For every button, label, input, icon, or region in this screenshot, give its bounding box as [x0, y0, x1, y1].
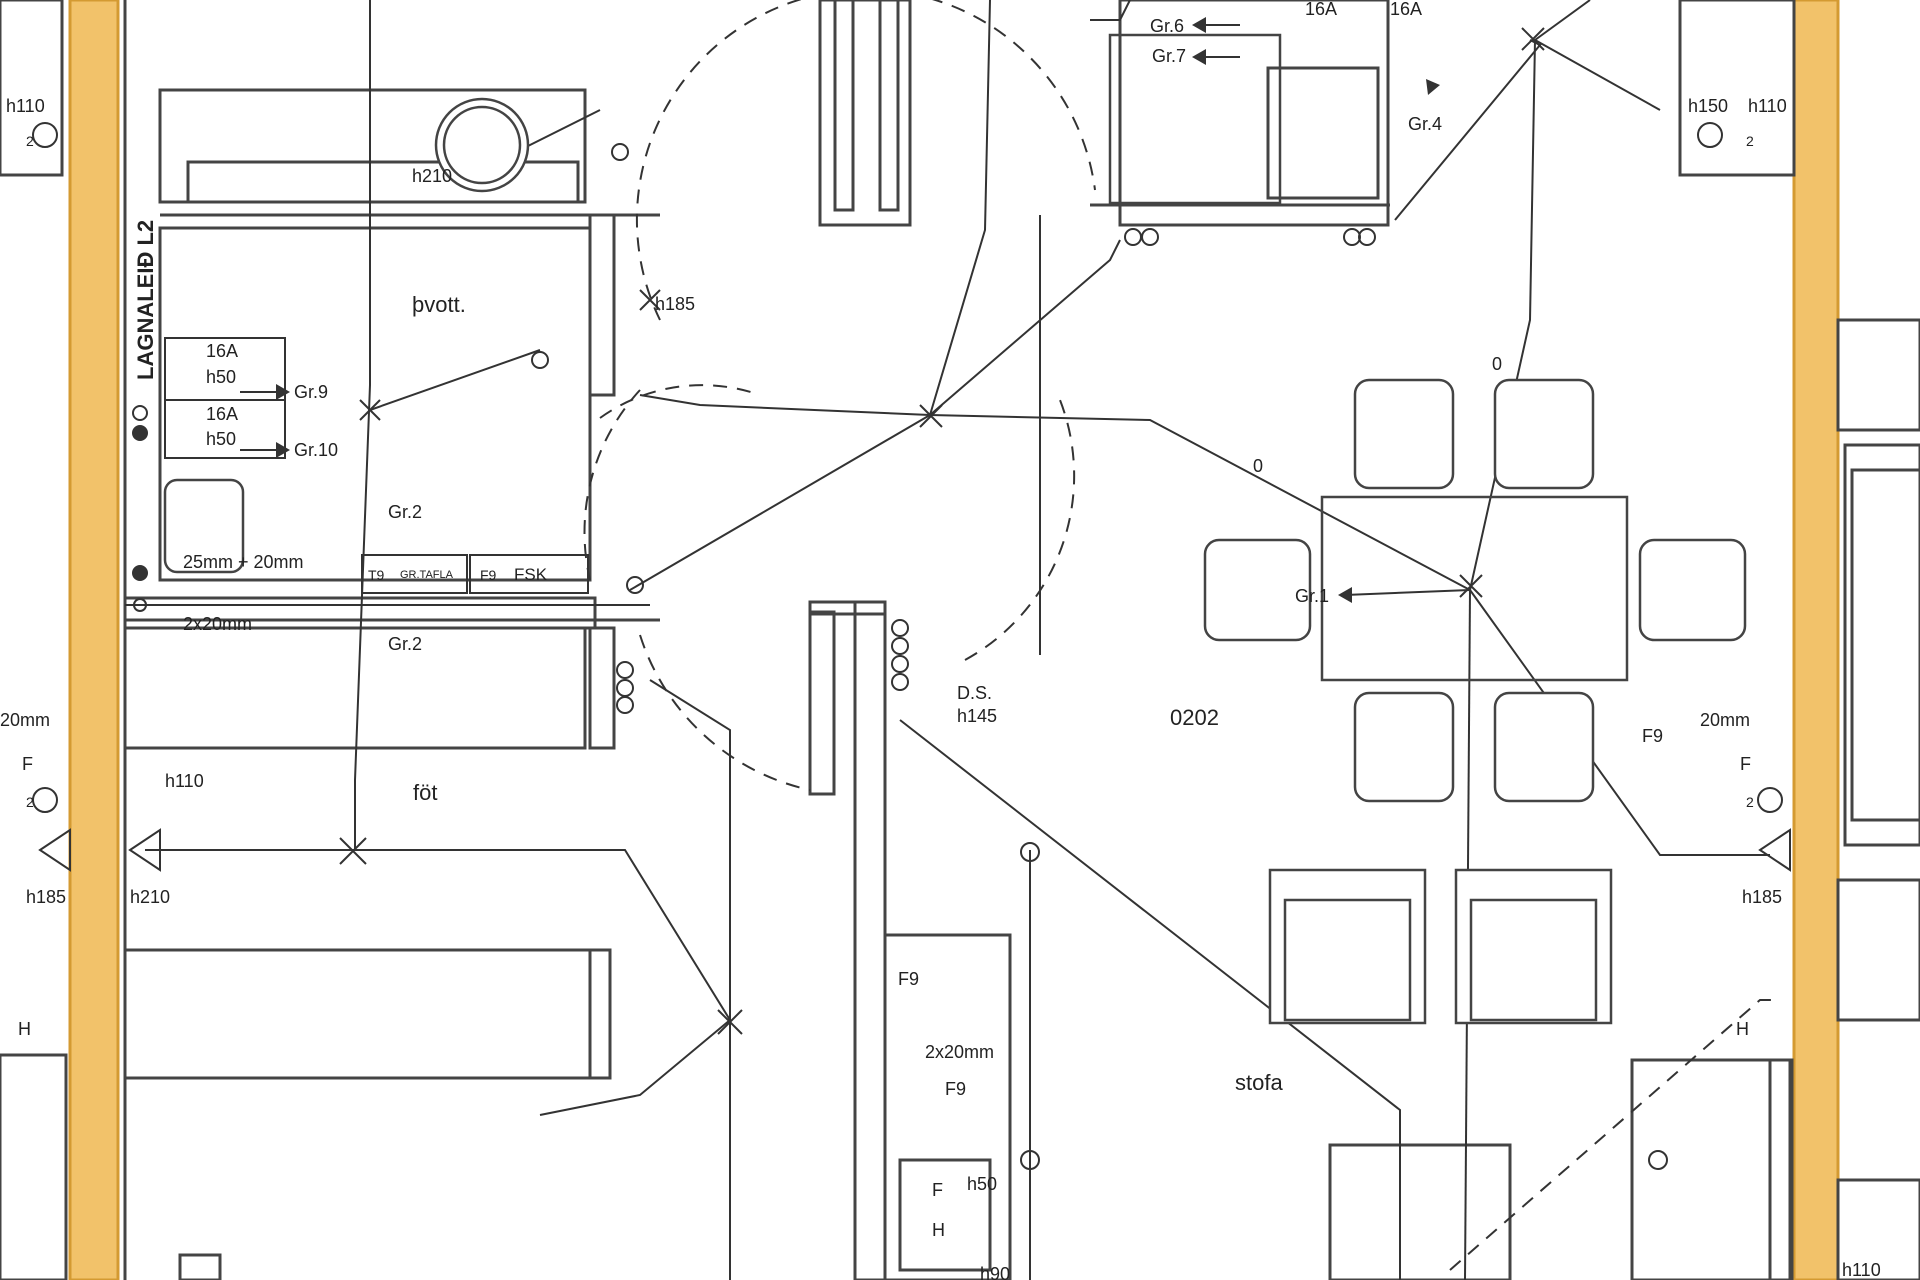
note-f-left: F [22, 754, 33, 774]
note-socket-2b: 2 [1746, 133, 1754, 149]
arrows [240, 17, 1440, 603]
height-bottom-right-h110: h110 [1842, 1260, 1881, 1280]
note-h-right: H [1736, 1019, 1749, 1039]
breaker-laundry-upper-height: h50 [206, 367, 236, 387]
note-socket-2c: 2 [26, 794, 34, 810]
breaker-laundry-lower-height: h50 [206, 429, 236, 449]
room-hall: föt [413, 780, 437, 805]
note-zero-mid: 0 [1253, 456, 1263, 476]
circuit-gr7: Gr.7 [1152, 46, 1186, 66]
circuit-gr2-upper: Gr.2 [388, 502, 422, 522]
panel-fsk: FSK [514, 565, 548, 584]
breaker-boxes [164, 337, 589, 594]
note-socket-2d: 2 [1746, 794, 1754, 810]
breaker-laundry-lower: 16A [206, 404, 238, 424]
panel-f9: F9 [480, 567, 497, 583]
height-hall-h110: h110 [165, 771, 204, 791]
note-socket-2a: 2 [26, 133, 34, 149]
circuit-gr10: Gr.10 [294, 440, 338, 460]
note-f9-right: F9 [1642, 726, 1663, 746]
room-laundry: þvott. [412, 292, 466, 317]
structural-columns [68, 0, 1840, 1280]
right-column [1792, 0, 1840, 1280]
height-left-h185: h185 [26, 887, 66, 907]
breaker-top-right: 16A [1390, 0, 1422, 19]
door-swings [583, 0, 1096, 791]
dining-set [1203, 378, 1747, 803]
note-f-box: F [932, 1180, 943, 1200]
height-ds-h145: h145 [957, 706, 997, 726]
wiring [125, 0, 1780, 1280]
note-f9-lower1: F9 [898, 969, 919, 989]
height-h210-ceiling: h210 [412, 166, 452, 186]
note-f9-lower2: F9 [945, 1079, 966, 1099]
note-left-20mm: 20mm [0, 710, 50, 730]
circuit-gr2-lower: Gr.2 [388, 634, 422, 654]
circuit-gr6: Gr.6 [1150, 16, 1184, 36]
height-h50-lower: h50 [967, 1174, 997, 1194]
height-top-right-h110: h110 [1748, 96, 1787, 116]
fixtures [163, 33, 1282, 574]
junction-points [339, 27, 1545, 1035]
circuit-gr4: Gr.4 [1408, 114, 1442, 134]
height-right-h185: h185 [1742, 887, 1782, 907]
note-conduit-25-20: 25mm + 20mm [183, 552, 304, 572]
breaker-laundry-upper: 16A [206, 341, 238, 361]
room-living-dining: 0202 [1170, 705, 1219, 730]
height-h90-bottom: h90 [980, 1264, 1010, 1280]
note-zero-upper: 0 [1492, 354, 1502, 374]
armchairs [1268, 868, 1613, 1025]
note-h-left: H [18, 1019, 31, 1039]
text-labels: þvott. föt 0202 stofa LAGNALEIÐ L2 Gr.1 … [0, 0, 1881, 1280]
note-h-box: H [932, 1220, 945, 1240]
note-conduit-2x20-lower: 2x20mm [925, 1042, 994, 1062]
panel-gr-tafla: GR.TAFLA [400, 569, 454, 581]
height-hall-h210: h210 [130, 887, 170, 907]
note-conduit-2x20: 2x20mm [183, 614, 252, 634]
circuit-gr9: Gr.9 [294, 382, 328, 402]
note-right-20mm: 20mm [1700, 710, 1750, 730]
left-column [68, 0, 120, 1280]
height-top-left-h110: h110 [6, 96, 45, 116]
height-h185-laundry: h185 [655, 294, 695, 314]
room-lounge: stofa [1235, 1070, 1283, 1095]
breaker-top-left: 16A [1305, 0, 1337, 19]
circuit-gr1: Gr.1 [1295, 586, 1329, 606]
riser-label: LAGNALEIÐ L2 [133, 220, 158, 380]
note-ds: D.S. [957, 683, 992, 703]
panel-t9: T9 [368, 567, 385, 583]
device-symbols [32, 122, 1791, 1170]
note-f-right: F [1740, 754, 1751, 774]
height-top-right-h150: h150 [1688, 96, 1728, 116]
